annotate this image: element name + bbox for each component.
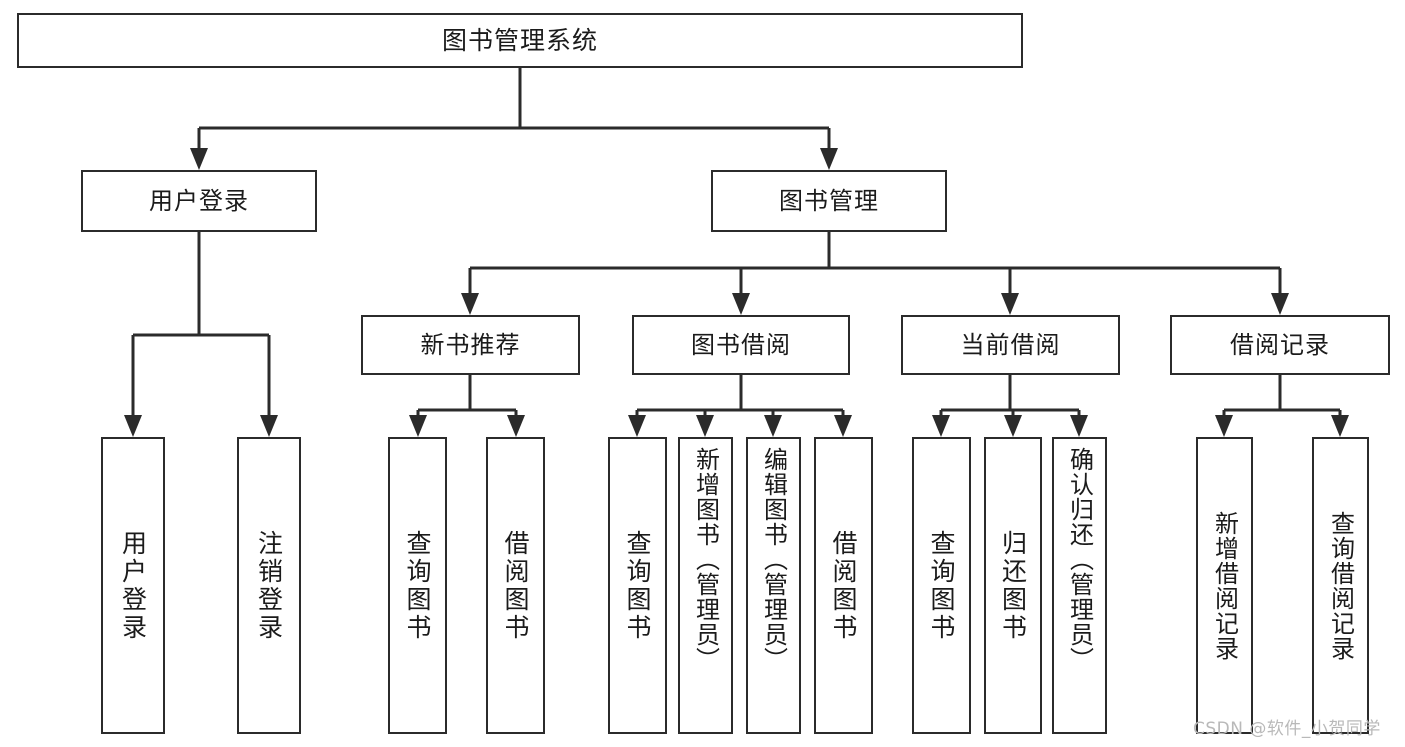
leaf-return-book-label: 归还图书 xyxy=(998,529,1028,642)
node-new-book-recommend-label: 新书推荐 xyxy=(420,330,521,359)
leaf-borrow-book-label: 借阅图书 xyxy=(829,529,858,642)
leaf-query-book-current-label: 查询图书 xyxy=(927,529,956,642)
leaf-query-borrow-record[interactable]: 查询借阅记录 xyxy=(1312,437,1369,734)
leaf-add-book-admin-label: 新增图书（管理员） xyxy=(691,447,720,672)
leaf-user-login-label: 用户登录 xyxy=(118,529,148,642)
leaf-edit-book-admin-label: 编辑图书（管理员） xyxy=(759,447,788,672)
leaf-add-borrow-record-label: 新增借阅记录 xyxy=(1210,510,1239,661)
node-current-borrow[interactable]: 当前借阅 xyxy=(901,315,1120,375)
leaf-query-book-recommend-label: 查询图书 xyxy=(403,529,432,642)
node-root-label: 图书管理系统 xyxy=(441,25,598,55)
node-book-borrow[interactable]: 图书借阅 xyxy=(632,315,850,375)
leaf-logout-label: 注销登录 xyxy=(254,529,284,642)
node-user-login-label: 用户登录 xyxy=(149,186,249,215)
node-book-borrow-label: 图书借阅 xyxy=(691,330,791,359)
leaf-edit-book-admin[interactable]: 编辑图书（管理员） xyxy=(746,437,801,734)
node-book-management[interactable]: 图书管理 xyxy=(711,170,947,232)
leaf-query-borrow-record-label: 查询借阅记录 xyxy=(1326,510,1355,661)
leaf-add-book-admin[interactable]: 新增图书（管理员） xyxy=(678,437,733,734)
node-user-login[interactable]: 用户登录 xyxy=(81,170,317,232)
leaf-borrow-book[interactable]: 借阅图书 xyxy=(814,437,873,734)
node-root[interactable]: 图书管理系统 xyxy=(17,13,1023,68)
leaf-borrow-book-recommend[interactable]: 借阅图书 xyxy=(486,437,545,734)
watermark: CSDN @软件_小贺同学 xyxy=(1193,719,1381,739)
node-borrow-record-label: 借阅记录 xyxy=(1230,330,1330,359)
leaf-query-book-borrow[interactable]: 查询图书 xyxy=(608,437,667,734)
leaf-return-book[interactable]: 归还图书 xyxy=(984,437,1042,734)
leaf-add-borrow-record[interactable]: 新增借阅记录 xyxy=(1196,437,1253,734)
leaf-query-book-current[interactable]: 查询图书 xyxy=(912,437,971,734)
node-new-book-recommend[interactable]: 新书推荐 xyxy=(361,315,580,375)
leaf-query-book-borrow-label: 查询图书 xyxy=(623,529,652,642)
leaf-confirm-return-admin[interactable]: 确认归还（管理员） xyxy=(1052,437,1107,734)
leaf-confirm-return-admin-label: 确认归还（管理员） xyxy=(1065,447,1094,672)
node-book-management-label: 图书管理 xyxy=(779,186,879,215)
leaf-query-book-recommend[interactable]: 查询图书 xyxy=(388,437,447,734)
leaf-borrow-book-recommend-label: 借阅图书 xyxy=(501,529,530,642)
leaf-logout[interactable]: 注销登录 xyxy=(237,437,301,734)
node-current-borrow-label: 当前借阅 xyxy=(960,330,1061,359)
node-borrow-record[interactable]: 借阅记录 xyxy=(1170,315,1390,375)
leaf-user-login[interactable]: 用户登录 xyxy=(101,437,165,734)
